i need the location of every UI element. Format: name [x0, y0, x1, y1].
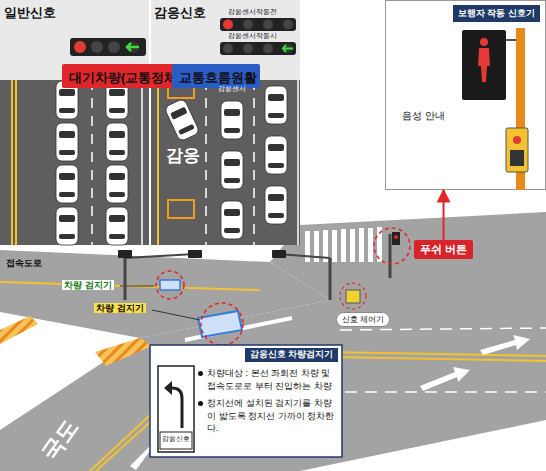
node-title: 감응신호: [150, 0, 300, 22]
node-title: 푸쉬 버튼: [420, 242, 467, 257]
sensor-label: 감응센서: [218, 85, 246, 93]
actuated-signal-panel: [150, 0, 300, 245]
signal-caption: 감응센서작동시: [228, 32, 277, 40]
sign-text: 감응신호: [162, 435, 190, 442]
road-text: 감응: [166, 146, 200, 166]
sign-illustration: [158, 366, 194, 452]
node-title: 교통흐름원활: [175, 65, 257, 87]
callout-tag: 푸쉬 버튼: [414, 240, 473, 259]
pedestrian-panel: 보행자 작동 신호기: [385, 0, 546, 190]
node-title: 일반신호: [0, 0, 150, 22]
node-body: 차량대상 : 본선 좌회전 차량 및 접속도로로 부터 진입하는 차량: [207, 367, 336, 392]
node-body: 정지선에 설치된 검지기를 차량이 밟도록 정지선 가까이 정차한다.: [207, 397, 336, 435]
status-tag: 교통흐름원활: [172, 64, 260, 88]
part-label: 차량 검지기: [94, 303, 146, 313]
signal-panel: 일반신호대기차량(교통정체): [0, 0, 150, 245]
part-label: 차량 검지기: [62, 280, 114, 290]
status-tag: 대기차량(교통정체): [62, 64, 185, 88]
node-title: 대기차량(교통정체): [65, 65, 182, 87]
road-scene: [0, 212, 546, 471]
pedestrian-signal-panel: [386, 1, 546, 191]
road-name: 접속도로: [6, 258, 42, 268]
node-title: 감응신호 차량검지기: [245, 348, 338, 362]
node-title: 보행자 작동 신호기: [453, 5, 540, 22]
general-signal-panel: [0, 0, 150, 245]
feature-label: 음성 안내: [402, 110, 445, 122]
signal-caption: 감응센서작동전: [228, 8, 277, 16]
connector-arrow: [443, 190, 445, 240]
node-title: 신호 제어기: [342, 314, 384, 325]
signal-panel: 감응신호교통흐름원활: [150, 0, 300, 245]
road-name: 국도: [37, 414, 83, 465]
callout-tag: 신호 제어기: [336, 312, 390, 327]
